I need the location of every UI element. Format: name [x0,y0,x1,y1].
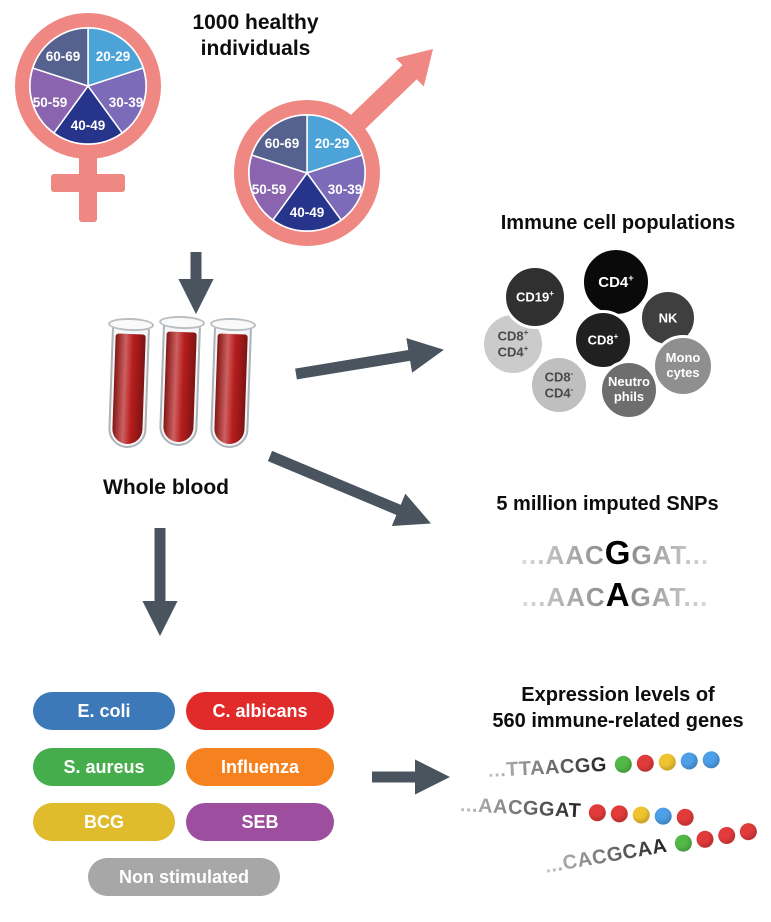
pie-segment-60-69 [250,114,308,175]
stimulus-label: SEB [241,811,279,832]
snps-heading: 5 million imputed SNPs [496,493,719,515]
gene-sequence-text: ...CACGCAA [543,834,669,878]
blood-tube [107,317,155,449]
cell-cd8neg-cd4neg: CD8-CD4- [529,355,589,415]
pie-segment-50-59 [248,154,309,221]
stimulus-label: Non stimulated [118,866,249,887]
cell-label: CD8+CD4+ [497,328,529,360]
pie-segment-20-29 [306,114,364,175]
gene-sequence-text: ...TTAACGG [487,753,608,782]
immune-cells-heading: Immune cell populations [500,212,736,234]
pie-label-30-39: 30-39 [109,95,144,110]
pie-segment-60-69 [31,27,89,88]
blood-tube-liquid [162,331,197,443]
expression-dot [738,821,759,842]
male-symbol-arrow-shaft [349,60,421,132]
blood-tube [209,317,257,449]
expression-dot [676,808,695,827]
expression-dot [702,750,721,769]
whole-blood-label: Whole blood [103,476,229,499]
snp-suffix: GAT... [631,540,710,570]
cell-label: CD19+ [516,289,554,305]
male-symbol: 20-29 30-39 40-49 50-59 60-69 [234,49,433,246]
expression-dot [695,829,715,850]
stimulus-non-stimulated: Non stimulated [88,858,280,896]
expression-dot [654,807,673,826]
expression-sequence-1: ...TTAACGG [487,748,721,783]
male-age-pie-chart: 20-29 30-39 40-49 50-59 60-69 [248,114,366,232]
expression-dot [614,755,633,774]
snp-prefix: ...AAC [520,540,605,570]
snp-variant-allele: A [605,576,631,613]
snp-variant-allele: G [604,534,632,571]
stimulus-label: BCG [84,811,124,832]
snp-sequence-2: ...AACAGAT... [470,576,760,614]
page-title-line1: 1000 healthy [192,11,319,34]
expression-dot [716,825,737,846]
female-age-pie-chart: 20-29 30-39 40-49 50-59 60-69 [29,27,147,145]
stimulus-influenza: Influenza [186,748,334,786]
pie-label-40-49: 40-49 [290,205,325,220]
cell-label: NK [658,310,678,326]
stimulus-seb: SEB [186,803,334,841]
expression-dot [636,754,655,773]
expression-dot [673,833,694,853]
stimulus-label: Influenza [220,756,299,777]
stimulus-label: S. aureus [63,756,145,777]
gene-sequence-text: ...AACGGAT [459,794,582,823]
cell-label: CD8-CD4- [544,369,574,401]
snp-sequence-1: ...AACGGAT... [470,534,760,572]
stimulus-s-aureus: S. aureus [33,748,175,786]
cell-label: CD4+ [598,272,634,291]
pie-segment-30-39 [305,154,366,221]
blood-tube [158,315,206,447]
expression-sequence-3: ...CACGCAA [543,819,759,879]
pie-label-20-29: 20-29 [96,49,131,64]
expression-heading: Expression levels of 560 immune-related … [470,682,766,734]
blood-tube-liquid [111,333,146,445]
snp-prefix: ...AAC [521,582,606,612]
expression-dot [658,753,677,772]
expression-dot [588,803,607,822]
page-title-line2: individuals [200,37,311,61]
stimulus-c-albicans: C. albicans [186,692,334,730]
pie-label-60-69: 60-69 [46,49,81,64]
pie-label-20-29: 20-29 [315,136,350,151]
pie-label-50-59: 50-59 [33,95,68,110]
pie-segment-30-39 [86,67,147,134]
expression-heading-line1: Expression levels of [521,684,715,706]
expression-sequence-2: ...AACGGAT [459,794,695,829]
stimulus-label: C. albicans [212,700,308,721]
cell-cd19pos: CD19+ [503,265,567,329]
expression-dot [632,806,651,824]
cell-cd4pos: CD4+ [581,247,651,317]
pie-segment-40-49 [52,84,124,145]
stimulus-e-coli: E. coli [33,692,175,730]
arrow-blood-to-snps [267,450,431,527]
pie-label-50-59: 50-59 [252,182,287,197]
page-title: 1000 healthy individuals [163,10,348,63]
pie-segment-20-29 [87,27,145,88]
female-symbol-crossbar [51,174,125,192]
expression-heading-line2: 560 immune-related genes [492,710,744,732]
pie-label-30-39: 30-39 [328,182,363,197]
expression-dot [610,804,629,823]
stimulus-bcg: BCG [33,803,175,841]
male-symbol-arrowhead [395,49,433,87]
pie-label-60-69: 60-69 [265,136,300,151]
expression-dot [680,752,699,770]
pie-label-40-49: 40-49 [71,118,106,133]
stimulus-label: E. coli [77,700,131,721]
blood-tube-liquid [213,333,248,445]
snp-suffix: GAT... [630,582,709,612]
pie-segment-40-49 [271,171,343,232]
cell-label: CD8+ [587,332,619,348]
pie-segment-50-59 [29,67,90,134]
arrow-blood-to-cells [295,338,444,380]
female-symbol: 20-29 30-39 40-49 50-59 60-69 [15,13,161,222]
